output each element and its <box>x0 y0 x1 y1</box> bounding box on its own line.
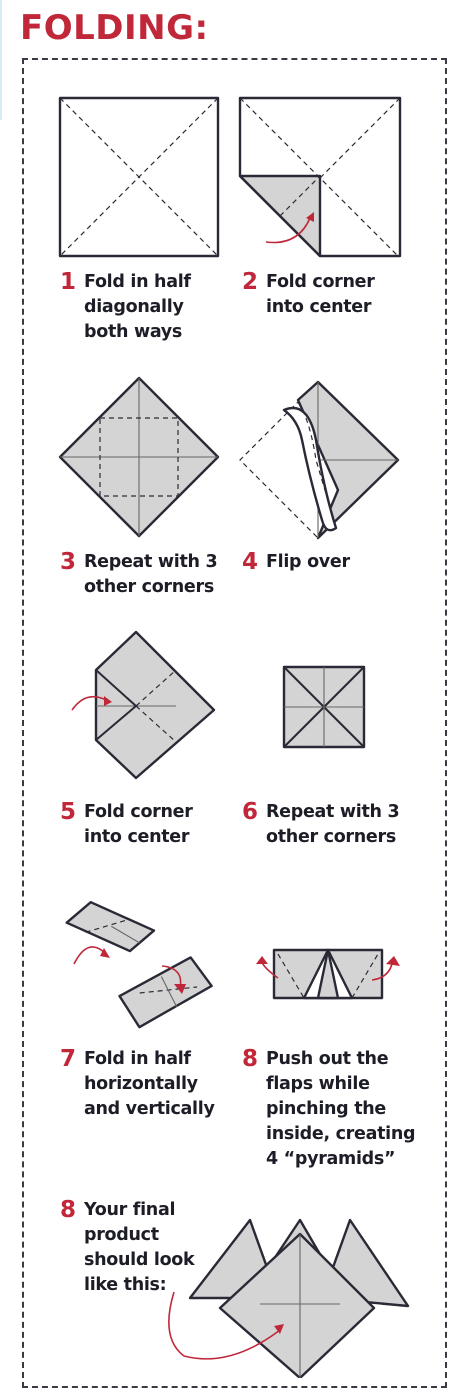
step-number: 2 <box>242 269 259 295</box>
step-text: Repeat with 3 other corners <box>266 802 400 847</box>
diagram-step-2 <box>238 96 404 262</box>
diagram-final-product <box>150 1218 412 1378</box>
step-text: Fold corner into center <box>84 802 193 847</box>
diagram-step-5 <box>66 630 218 782</box>
step-final: 8 Your final product should look like th… <box>60 1197 195 1298</box>
page-edge-accent <box>0 0 2 120</box>
step-1: 1 Fold in half diagonally both ways <box>60 270 191 345</box>
step-number: 1 <box>60 269 77 295</box>
step-8: 8 Push out the flaps while pinching the … <box>242 1046 416 1172</box>
step-text: Fold in half diagonally both ways <box>84 272 191 342</box>
step-number: 5 <box>60 799 77 825</box>
step-7: 7 Fold in half horizontally and vertical… <box>60 1047 215 1122</box>
step-6: 6 Repeat with 3 other corners <box>242 799 400 850</box>
step-text: Fold in half horizontally and vertically <box>84 1049 215 1119</box>
step-number: 4 <box>242 549 259 575</box>
step-number: 8 <box>242 1046 259 1072</box>
step-text: Fold corner into center <box>266 272 375 317</box>
step-text: Flip over <box>266 552 350 572</box>
diagram-step-8 <box>248 918 410 1018</box>
step-5: 5 Fold corner into center <box>60 800 193 850</box>
instruction-frame <box>22 58 447 1388</box>
diagram-step-6 <box>282 665 366 749</box>
diagram-step-4 <box>238 380 404 540</box>
diagram-step-1 <box>58 96 220 258</box>
diagram-step-7 <box>62 884 222 1034</box>
step-3: 3 Repeat with 3 other corners <box>60 549 218 600</box>
step-number: 3 <box>60 549 77 575</box>
step-number: 7 <box>60 1046 77 1072</box>
diagram-step-3 <box>58 376 220 538</box>
step-2: 2 Fold corner into center <box>242 270 375 320</box>
step-text: Repeat with 3 other corners <box>84 552 218 597</box>
step-number: 6 <box>242 799 259 825</box>
step-4: 4 Flip over <box>242 550 350 575</box>
page-title: FOLDING: <box>20 8 209 48</box>
step-text: Your final product should look like this… <box>84 1200 195 1295</box>
step-text: Push out the flaps while pinching the in… <box>266 1049 416 1169</box>
step-number: 8 <box>60 1197 77 1223</box>
